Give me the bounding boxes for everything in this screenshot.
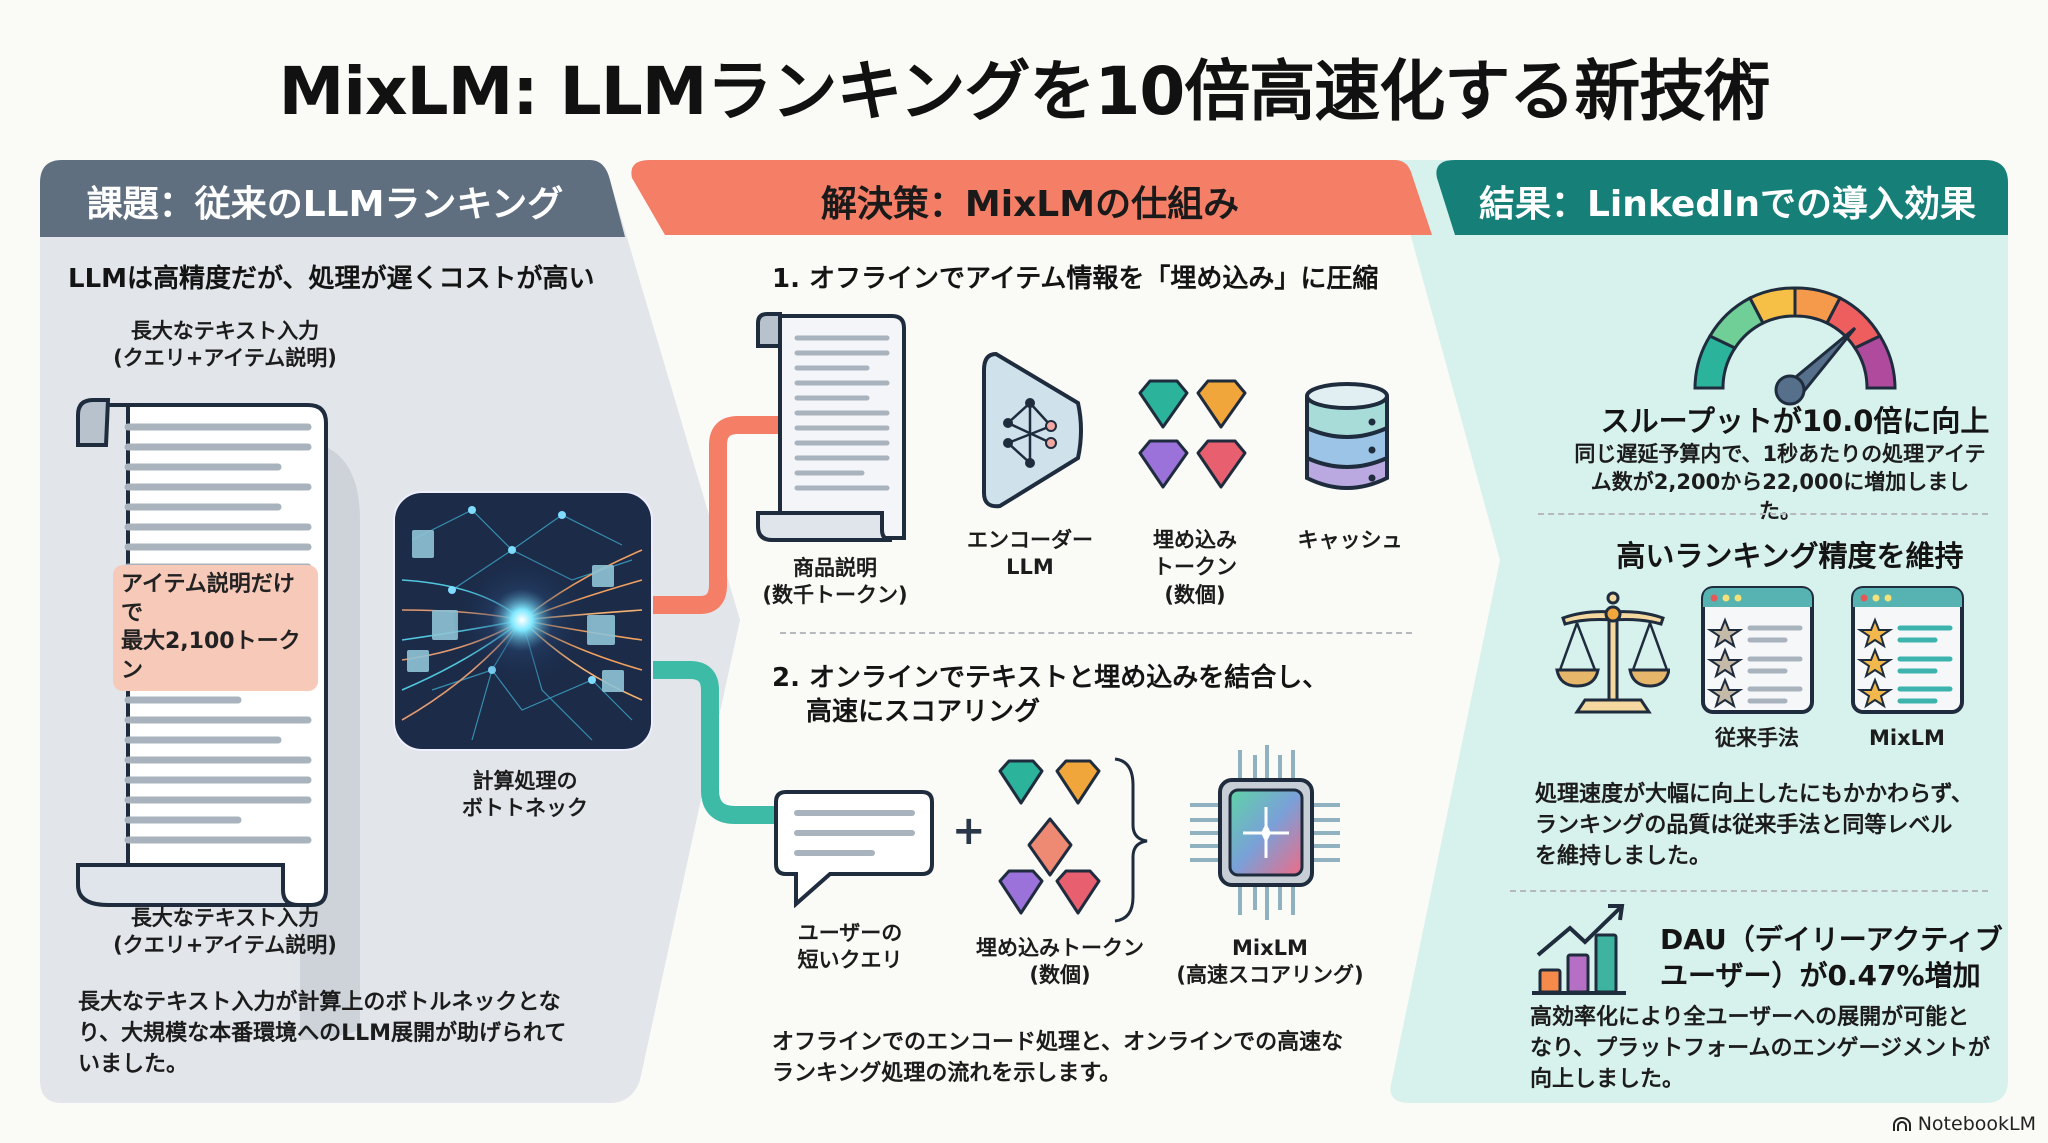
dau-title: DAU（デイリーアクティブ ユーザー）が0.47%増加 — [1660, 923, 2003, 993]
online-connector — [652, 661, 785, 824]
solution-header-bg — [631, 160, 1432, 235]
ranking-card-mixlm-icon — [1851, 586, 1964, 714]
accuracy-description: 処理速度が大幅に向上したにもかかわらず、 ランキングの品質は従来手法と同等レベル… — [1535, 782, 1974, 869]
item-label-cache: キャッシュ — [1297, 528, 1403, 552]
problem-header-bg — [40, 160, 625, 237]
encoder-icon — [982, 351, 1083, 509]
notebooklm-logo: NotebookLM — [1892, 1113, 2036, 1135]
item-label-mixlm: MixLM (高速スコアリング) — [1176, 936, 1364, 988]
step-divider — [780, 632, 1412, 634]
chat-bubble-icon — [774, 790, 934, 908]
accuracy-title: 高いランキング精度を維持 — [1616, 539, 1964, 573]
item-label-encoder: エンコーダー LLM — [967, 528, 1093, 580]
bottleneck-label: 計算処理の ボトトネック — [462, 769, 588, 821]
bottleneck-network-image — [393, 491, 653, 751]
item-label-user-query: ユーザーの 短いクエリ — [797, 921, 903, 973]
result-divider-2 — [1510, 890, 1988, 892]
speed-gauge-icon — [1693, 286, 1897, 406]
item-label-embedding: 埋め込み トークン (数個) — [1153, 528, 1237, 607]
balance-scale-icon — [1555, 591, 1670, 714]
item-label-product-description: 商品説明 (数千トークン) — [762, 556, 908, 608]
token-highlight-box: アイテム説明だけで 最大2,100トークン — [113, 565, 318, 692]
step1-title: 1. オフラインでアイテム情報を「埋め込み」に圧縮 — [772, 264, 1379, 294]
problem-description: 長大なテキスト入力が計算上のボトルネックとな り、大規模な本番環境へのLLM展開… — [78, 990, 567, 1077]
embedding-tokens-gems-icon — [998, 757, 1148, 923]
ranking-card-conventional-icon — [1701, 586, 1814, 714]
item-label-embedding-tokens: 埋め込みトークン (数個) — [976, 936, 1144, 988]
step2-title: 2. オンラインでテキストと埋め込みを結合し、 高速にスコアリング — [772, 663, 1329, 727]
result-header: 結果：LinkedInでの導入効果 — [1478, 184, 1977, 225]
result-header-bg — [1436, 160, 2008, 235]
card-label-mixlm: MixLM — [1869, 726, 1945, 750]
notebooklm-logo-icon — [1892, 1117, 1911, 1131]
dau-description: 高効率化により全ユーザーへの展開が可能と なり、プラットフォームのエンゲージメン… — [1530, 1005, 1991, 1092]
mixlm-chip-icon — [1190, 745, 1340, 920]
doc-top-label: 長大なテキスト入力 (クエリ+アイテム説明) — [113, 319, 337, 371]
page-title: MixLM: LLMランキングを10倍高速化する新技術 — [278, 53, 1771, 130]
database-icon — [1305, 382, 1389, 490]
solution-header: 解決策：MixLMの仕組み — [820, 184, 1240, 225]
result-panel-bg — [1390, 160, 2008, 1103]
doc-bottom-label: 長大なテキスト入力 (クエリ+アイテム説明) — [113, 906, 337, 958]
throughput-description: 同じ遅延予算内で、1秒あたりの処理アイテ ム数が2,200から22,000に増加… — [1574, 442, 1986, 523]
problem-header: 課題：従来のLLMランキング — [86, 184, 564, 225]
plus-sign: + — [952, 808, 986, 854]
result-divider-1 — [1538, 513, 1988, 515]
embedding-gems-icon — [1138, 379, 1247, 489]
growth-chart-icon — [1532, 904, 1626, 995]
offline-connector — [652, 416, 782, 614]
throughput-title: スループットが10.0倍に向上 — [1600, 404, 1990, 438]
card-label-conventional: 従来手法 — [1715, 726, 1799, 750]
solution-footer: オフラインでのエンコード処理と、オンラインでの高速な ランキング処理の流れを示し… — [772, 1030, 1344, 1086]
document-icon — [756, 312, 906, 542]
problem-headline: LLMは高精度だが、処理が遅くコストが高い — [68, 264, 595, 294]
